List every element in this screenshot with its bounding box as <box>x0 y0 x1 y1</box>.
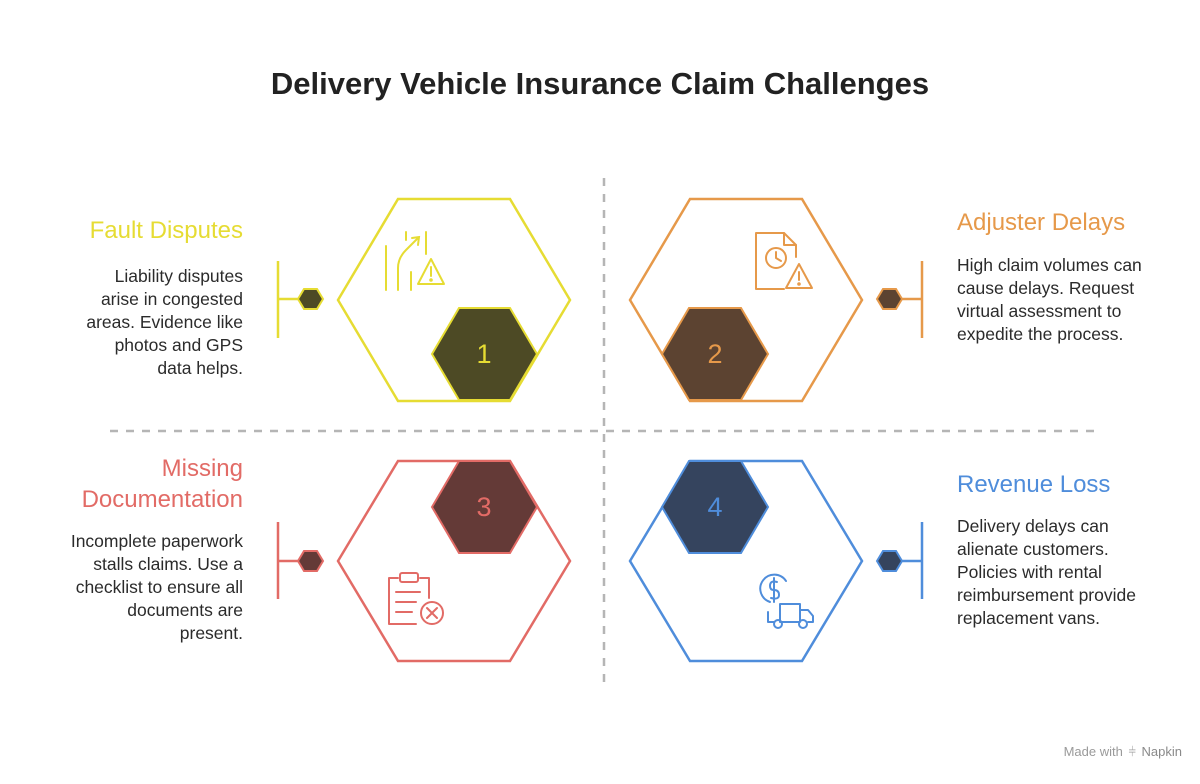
road-warning-icon <box>385 231 445 291</box>
quadrant-description-4: Delivery delays can alienate customers. … <box>957 516 1136 628</box>
quadrant-description-3: Incomplete paperwork stalls claims. Use … <box>70 531 243 643</box>
page-title: Delivery Vehicle Insurance Claim Challen… <box>270 66 930 101</box>
number-label-4: 4 <box>707 492 722 522</box>
hexagon-outline-1 <box>336 197 572 403</box>
footer-brand: Napkin <box>1141 744 1182 759</box>
number-label-1: 1 <box>476 339 491 369</box>
connector-node-4 <box>875 550 904 572</box>
napkin-logo-icon: ⫩ <box>1128 744 1136 759</box>
number-hexagon-2 <box>660 307 770 401</box>
connector-node-3 <box>296 550 325 572</box>
quadrant-title-2: Adjuster Delays <box>957 209 1126 236</box>
quadrant-2: 2 <box>628 197 924 403</box>
footer-made-with: Made with <box>1063 744 1123 759</box>
quadrant-description-1: Liability disputes arise in congested ar… <box>86 266 243 378</box>
quadrant-3: 3 <box>276 459 572 663</box>
number-label-2: 2 <box>707 339 722 369</box>
dollar-truck-icon <box>759 573 814 629</box>
quadrant-1: 1 <box>276 197 572 403</box>
number-hexagon-3 <box>430 460 539 554</box>
footer-watermark: Made with ⫩ Napkin <box>1064 744 1182 760</box>
quadrant-title-3: Missing Documentation <box>81 455 243 513</box>
hexagon-outline-3 <box>336 459 572 663</box>
number-hexagon-1 <box>430 307 539 401</box>
quadrant-title-1: Fault Disputes <box>89 217 243 244</box>
connector-node-2 <box>875 288 904 310</box>
quadrant-title-4: Revenue Loss <box>957 471 1111 498</box>
quadrant-description-2: High claim volumes can cause delays. Req… <box>957 255 1142 344</box>
quadrant-4: 4 <box>628 459 924 663</box>
number-label-3: 3 <box>476 492 491 522</box>
document-clock-warning-icon <box>755 232 813 290</box>
number-hexagon-4 <box>660 460 770 554</box>
connector-node-1 <box>296 288 325 310</box>
clipboard-x-icon <box>388 572 444 625</box>
